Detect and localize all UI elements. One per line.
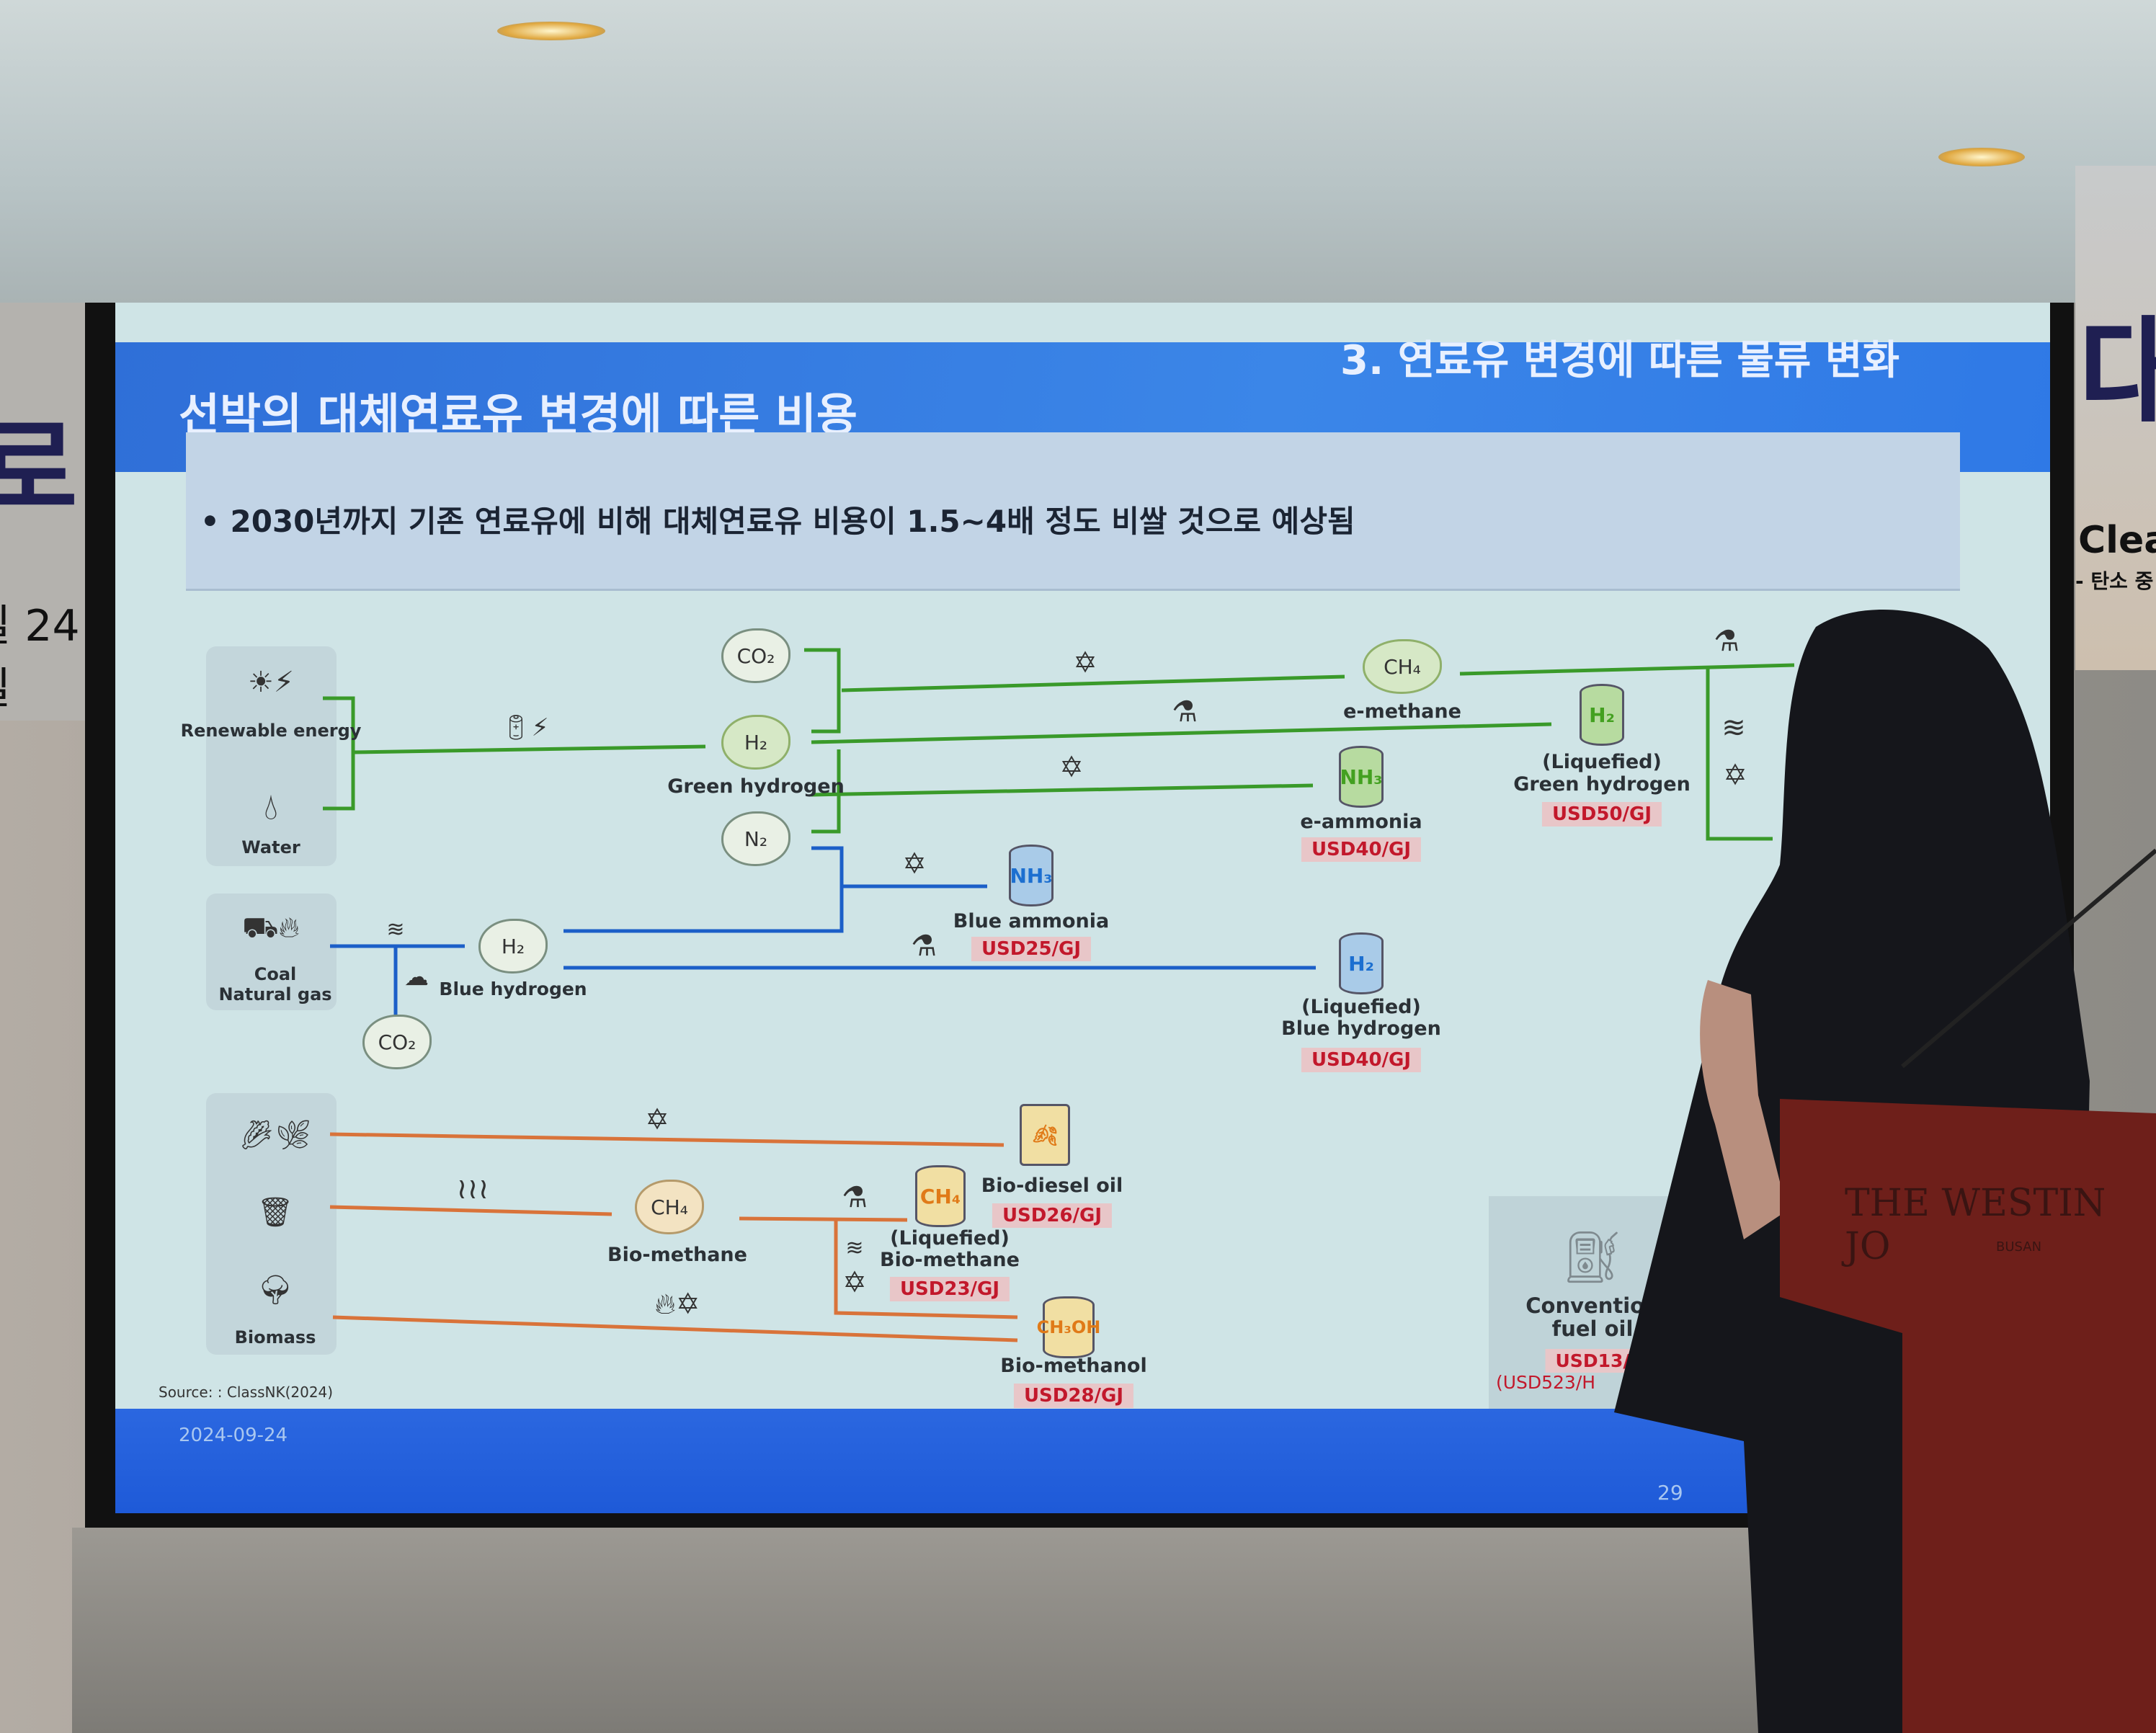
podium-text: THE WESTIN JO xyxy=(1845,1182,2106,1268)
price-badge: USD13/ xyxy=(1545,1349,1640,1373)
price-badge: USD50/GJ xyxy=(1541,802,1662,827)
fire-catalyst-icon: 🔥︎✡ xyxy=(654,1288,700,1321)
price-badge: USD25/GJ xyxy=(971,937,1092,961)
co2-cloud: CO₂ xyxy=(721,628,790,683)
ch4-cloud: CH₄ xyxy=(1363,639,1442,694)
biomass-label: Biomass xyxy=(234,1327,316,1347)
section-title: 3. 연료유 변경에 따른 물류 변화 xyxy=(1340,337,1899,384)
product-label: (Liquefied) xyxy=(890,1227,1010,1249)
product-label: Green hydrogen xyxy=(1513,773,1690,796)
green-lines xyxy=(323,648,1795,841)
product-label: Blue ammonia xyxy=(953,910,1110,932)
fuel-can-icon: ⛽︎ xyxy=(1560,1227,1625,1287)
summary-box: • 2030년까지 기존 연료유에 비해 대체연료유 비용이 1.5~4배 정도… xyxy=(186,432,1960,591)
green-hydrogen-label: Green hydrogen xyxy=(667,775,845,798)
right-banner-sub: - 탄소 중 xyxy=(2075,569,2154,593)
catalyst-icon: ✡ xyxy=(1073,646,1097,680)
product-label: Blue hydrogen xyxy=(1281,1017,1441,1040)
co2-cloud: CO₂ xyxy=(362,1015,432,1069)
left-banner: 로 일 24일 xyxy=(0,303,85,721)
blue-ammonia-tank: NH₃ xyxy=(1009,845,1054,906)
product-label: e-ammonia xyxy=(1300,811,1422,833)
flask-icon: ⚗ xyxy=(911,930,937,963)
e-ammonia-tank: NH₃ xyxy=(1339,746,1384,808)
screen-base xyxy=(72,1528,1801,1733)
conventional-label: fuel oil xyxy=(1551,1317,1634,1341)
blue-lines xyxy=(330,846,1316,1017)
right-banner: 대 Clear - 탄소 중 xyxy=(2075,166,2156,670)
water-drop-icon: 💧︎ xyxy=(264,785,278,828)
coal-label: Coal xyxy=(254,964,297,984)
catalyst-icon: ✡ xyxy=(902,847,927,881)
ceiling-lamp xyxy=(1938,148,2025,166)
coal-gas-icon: ⛟🔥︎ xyxy=(242,911,300,945)
heat-icon: ≀≀≀ xyxy=(456,1172,489,1206)
podium xyxy=(1780,1099,2156,1733)
bio-ch4-cloud: CH₄ xyxy=(635,1180,704,1234)
right-banner-char: 대 xyxy=(2078,303,2156,445)
slide-title: 선박의 대체연료유 변경에 따른 비용 xyxy=(179,388,858,441)
green-h2-cloud: H₂ xyxy=(721,715,790,770)
product-label: (Liquefied) xyxy=(1542,751,1662,773)
price-hfo: (USD523/H xyxy=(1495,1372,1596,1393)
electrolyzer-icon: 🔋︎⚡ xyxy=(500,713,549,742)
ceiling xyxy=(0,0,2156,303)
catalyst-icon: ✡ xyxy=(842,1266,867,1299)
price-badge: USD40/GJ xyxy=(1301,837,1422,862)
blue-hydrogen-label: Blue hydrogen xyxy=(439,979,587,999)
wind-icon: ≋ xyxy=(1721,711,1746,744)
biomass-source-box xyxy=(206,1093,337,1355)
price-badge: USD40/GJ xyxy=(1301,1048,1422,1072)
blue-h2-cloud: H₂ xyxy=(478,919,548,974)
price-badge: USD23/GJ xyxy=(889,1277,1010,1301)
page-number: 29 xyxy=(1657,1481,1683,1505)
wind-icon: ≋ xyxy=(386,917,405,943)
orange-lines xyxy=(329,1132,1018,1342)
source-note: Source: : ClassNK(2024) xyxy=(159,1384,334,1401)
summary-bullet: • 2030년까지 기존 연료유에 비해 대체연료유 비용이 1.5~4배 정도… xyxy=(200,504,1355,539)
solar-wind-icon: ☀⚡ xyxy=(248,666,294,699)
price-badge: USD28/GJ xyxy=(1013,1384,1134,1408)
catalyst-icon: ✡ xyxy=(1723,759,1747,792)
bio-diesel-can-icon: 🍂︎ xyxy=(1020,1104,1070,1166)
n2-cloud: N₂ xyxy=(721,811,790,866)
catalyst-icon: ✡ xyxy=(645,1103,669,1136)
presenter-hand xyxy=(1700,980,1787,1239)
conventional-label: Convention xyxy=(1525,1293,1660,1318)
catalyst-icon: ✡ xyxy=(1059,751,1084,784)
renewable-source-box xyxy=(206,646,337,866)
bio-methanol-tank: CH₃OH xyxy=(1037,1296,1100,1358)
fossil-source-box xyxy=(206,894,337,1010)
natural-gas-label: Natural gas xyxy=(218,984,332,1004)
waste-bin-icon: 🗑︎ xyxy=(257,1195,294,1229)
product-label: (Liquefied) xyxy=(1301,996,1421,1018)
water-label: Water xyxy=(241,837,300,857)
wind-icon: ≋ xyxy=(845,1235,864,1261)
right-banner-en: Clear xyxy=(2078,519,2156,562)
crops-icon: 🌽︎🌿︎ xyxy=(239,1118,312,1152)
product-label: Bio-diesel oil xyxy=(981,1175,1123,1197)
ceiling-lamp xyxy=(497,22,605,40)
renewable-energy-label: Renewable energy xyxy=(180,721,362,741)
ccs-cloud-icon: ☁ xyxy=(404,963,429,992)
flow-lines xyxy=(323,648,1795,1342)
tree-icon: 🌳︎ xyxy=(257,1273,294,1307)
liquefied-bio-methane-tank: CH₄ xyxy=(915,1165,966,1227)
product-label: Bio-methanol xyxy=(1000,1355,1147,1377)
slide: 3. 연료유 변경에 따른 물류 변화 선박의 대체연료유 변경에 따른 비용 … xyxy=(115,303,2050,1513)
slide-date: 2024-09-24 xyxy=(179,1425,288,1446)
flask-icon: ⚗ xyxy=(1714,625,1740,658)
podium-subtext: BUSAN xyxy=(1996,1239,2042,1255)
liquefied-blue-h2-tank: H₂ xyxy=(1339,932,1384,994)
left-banner-date: 일 24일 xyxy=(0,601,80,714)
flask-icon: ⚗ xyxy=(842,1181,868,1214)
left-banner-char: 로 xyxy=(0,407,79,533)
flask-icon: ⚗ xyxy=(1172,695,1198,729)
e-methane-label: e-methane xyxy=(1343,700,1461,723)
product-label: Bio-methane xyxy=(880,1249,1020,1271)
bio-methane-label: Bio-methane xyxy=(607,1244,747,1266)
liquefied-green-h2-tank: H₂ xyxy=(1580,684,1624,746)
price-badge: USD26/GJ xyxy=(992,1203,1113,1228)
